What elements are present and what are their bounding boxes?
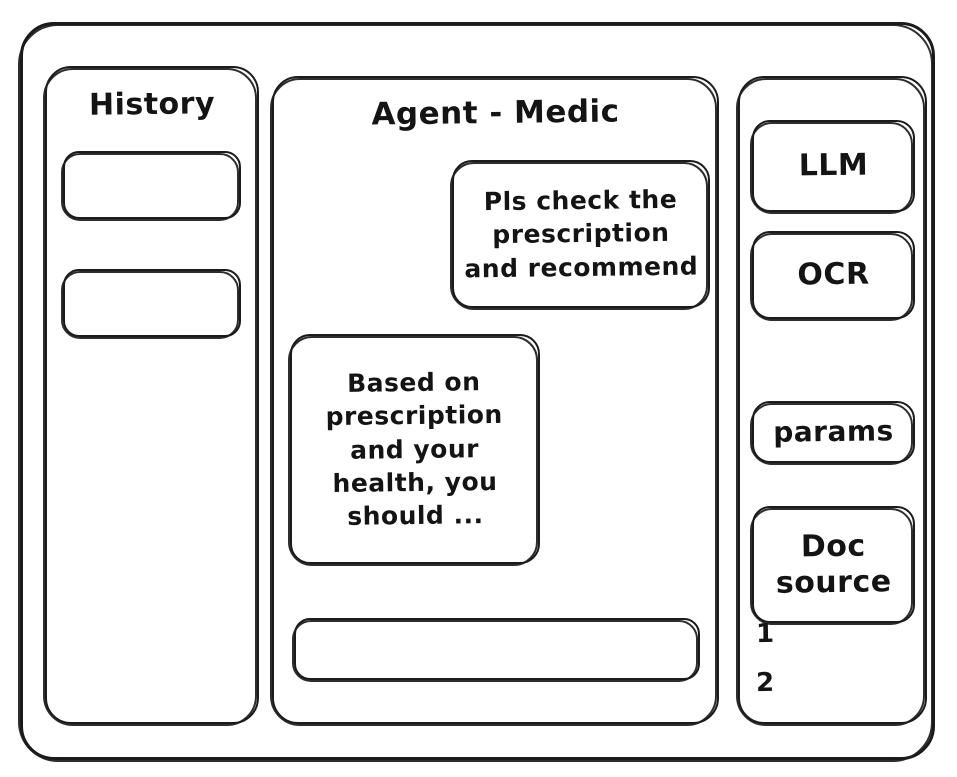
user-message-text: Pls check the prescription and recommend [464,184,699,284]
history-list-item-label [63,150,242,220]
agent-panel-title: Agent - Medic [371,93,620,133]
assistant-message-bubble: Based on prescription and your health, y… [288,334,540,566]
assistant-message-text: Based on prescription and your health, y… [325,367,504,531]
tool-button-params[interactable]: params [750,401,915,465]
history-panel-title: History [88,86,216,123]
history-list-item[interactable] [61,268,242,339]
history-list-item-label [63,268,242,338]
agent-panel: Agent - Medic Pls check the prescription… [270,76,719,726]
history-list-item[interactable] [61,150,242,221]
tool-button-llm[interactable]: LLM [750,120,915,214]
message-input-value [294,616,701,683]
tool-button-ocr[interactable]: OCR [750,231,915,321]
doc-source-list-item[interactable]: 2 [755,667,775,699]
tool-button-params-label: params [773,414,894,449]
tools-panel: LLM OCR params Doc source 1 2 [736,76,927,726]
tool-button-ocr-label: OCR [797,256,870,293]
tool-button-doc-source-label: Doc source [775,528,892,601]
user-message-bubble: Pls check the prescription and recommend [450,160,710,310]
tool-button-doc-source[interactable]: Doc source [750,506,915,625]
message-input[interactable] [292,616,701,683]
tool-button-llm-label: LLM [798,147,869,184]
history-panel: History [43,66,259,726]
doc-source-list-item[interactable]: 1 [755,618,775,650]
